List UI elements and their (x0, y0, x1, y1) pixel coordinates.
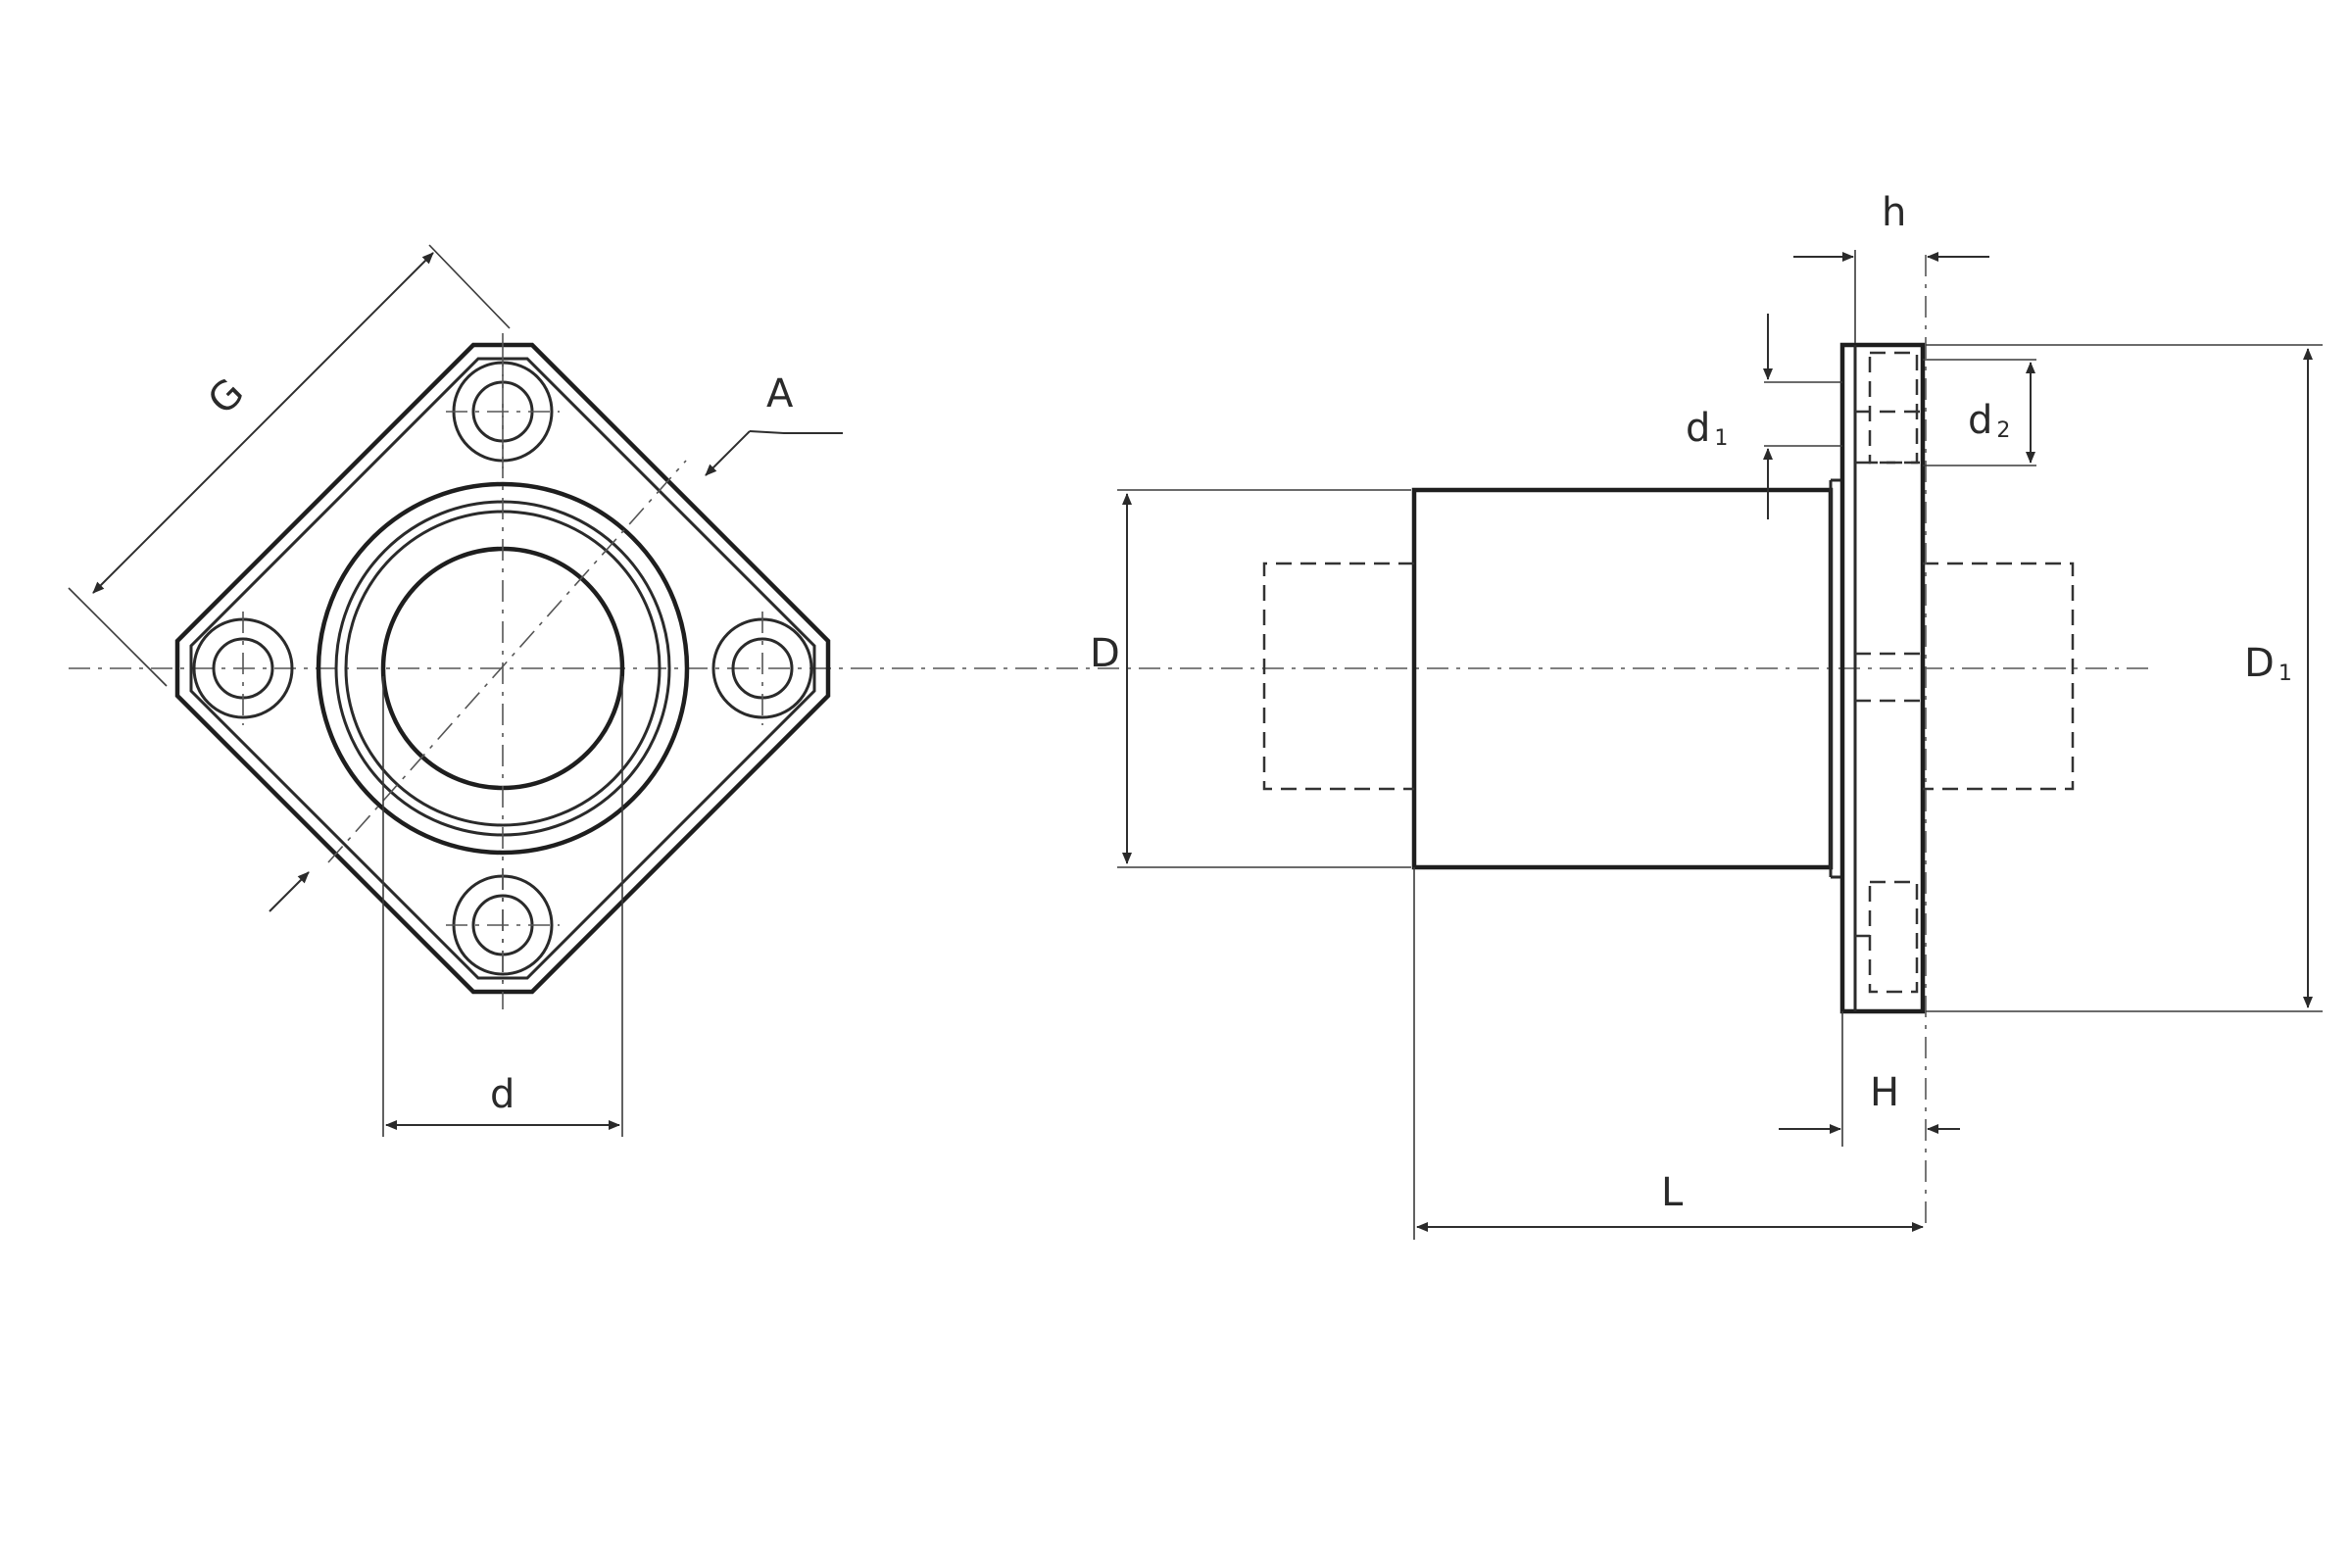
bearing-ring-outer (316, 481, 690, 856)
dimension-A-arrow (269, 871, 310, 912)
mounting-hole-right (711, 612, 813, 725)
bolt-circle-diagonal (327, 460, 687, 863)
dimension-G-line (92, 252, 434, 594)
label-d1-main: d (1686, 406, 1710, 451)
label-H: H (1870, 1070, 1899, 1115)
square-flange-outer (174, 342, 831, 995)
label-D: D (1090, 631, 1120, 676)
label-d2-main: d (1968, 398, 1992, 443)
label-d2-sub: 2 (1996, 418, 2010, 443)
label-L: L (1661, 1170, 1684, 1215)
square-flange-inner (189, 357, 816, 980)
label-h: h (1882, 190, 1906, 235)
shaft-hidden-left (1262, 562, 1414, 791)
dimension-G-extension-top (428, 244, 511, 329)
label-D1-main: D (2244, 641, 2275, 686)
label-D1-sub: 1 (2278, 662, 2292, 686)
dimension-A-leader (749, 430, 843, 434)
dimension-A-arrow-upper (705, 430, 751, 476)
label-d1-sub: 1 (1714, 426, 1728, 451)
label-d: d (490, 1072, 514, 1117)
mounting-hole-top (446, 355, 560, 468)
label-G: G (200, 370, 253, 423)
flange (1839, 342, 1926, 1014)
label-A: A (766, 371, 794, 416)
mounting-hole-left (192, 612, 294, 725)
dimension-G-extension-bottom (68, 587, 168, 687)
flange-counterbore-top (1855, 351, 1923, 465)
bearing-body (1411, 487, 1834, 870)
shaft-hidden-right (1923, 562, 2075, 791)
flange-counterbore-bottom (1855, 880, 1919, 994)
